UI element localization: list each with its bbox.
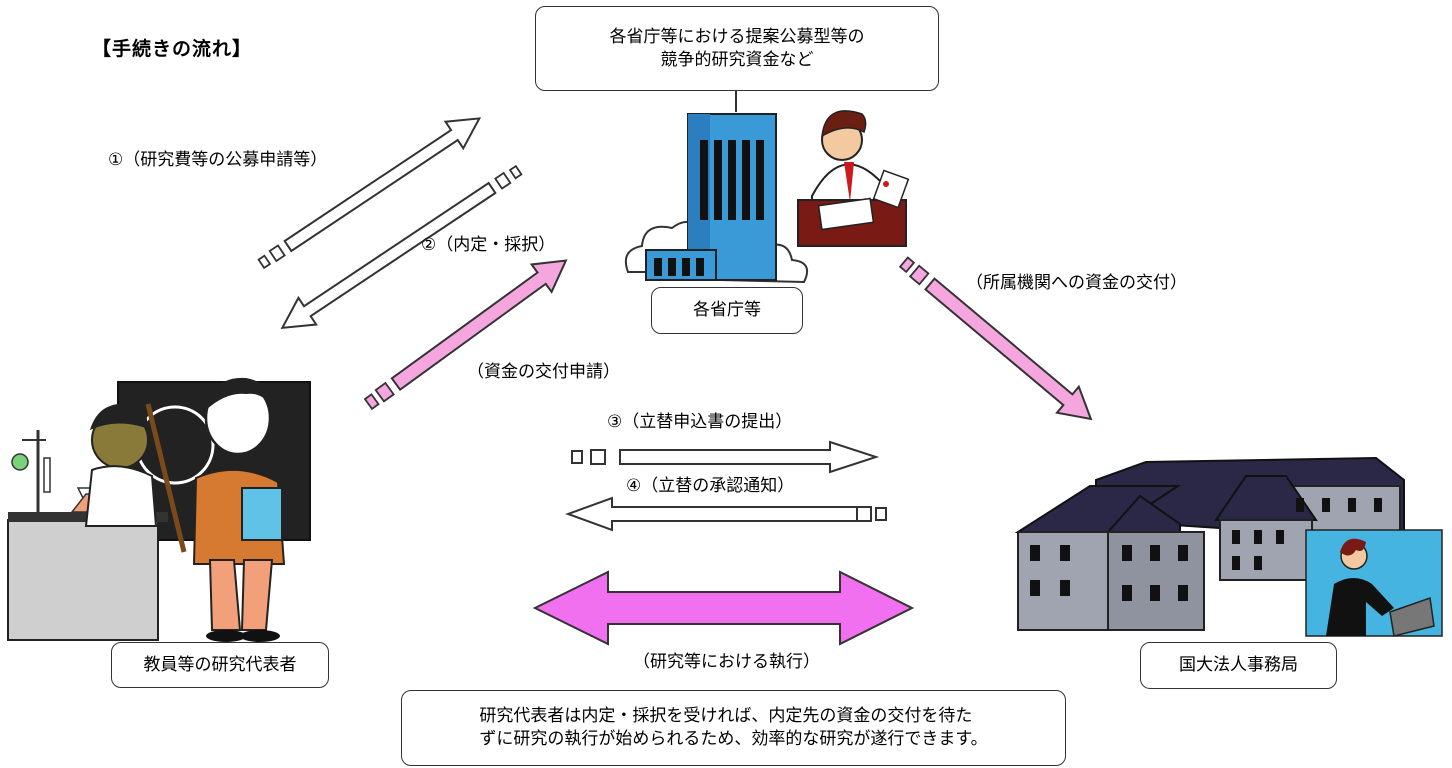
ministry-label: 各省庁等 (693, 300, 761, 321)
arrow-execution (532, 570, 915, 646)
arrow-advance-submit (571, 440, 880, 474)
arrow-grant-delivery (898, 256, 1093, 421)
researcher-label: 教員等の研究代表者 (143, 654, 297, 675)
ministry-building-illustration (624, 110, 910, 284)
flow-label-decision: ②（内定・採択） (421, 235, 556, 255)
arrow-decision (280, 164, 523, 329)
researcher-box: 教員等の研究代表者 (111, 642, 329, 688)
researcher-illustration (7, 377, 311, 642)
office-box: 国大法人事務局 (1140, 642, 1337, 689)
flow-label-grant-request: （資金の交付申請） (467, 362, 620, 382)
flow-label-advance-approve: ④（立替の承認通知） (626, 476, 795, 496)
flow-label-execution: （研究等における執行） (633, 652, 820, 672)
flow-label-grant-delivery: （所属機関への資金の交付） (966, 273, 1187, 293)
flow-label-advance-submit: ③（立替申込書の提出） (607, 412, 793, 432)
arrow-advance-approve (565, 496, 887, 532)
summary-note-line2: ずに研究の執行が始められるため、効率的な研究が遂行できます。 (479, 729, 988, 749)
summary-note-line1: 研究代表者は内定・採択を受ければ、内定先の資金の交付を待た (479, 706, 973, 727)
funding-source-line2: 競争的研究資金など (660, 49, 814, 70)
funding-source-box: 各省庁等における提案公募型等の 競争的研究資金など (535, 6, 939, 91)
ministry-box: 各省庁等 (651, 287, 803, 334)
diagram-title: 【手続きの流れ】 (92, 38, 253, 60)
funding-source-line1: 各省庁等における提案公募型等の (609, 26, 865, 47)
office-label: 国大法人事務局 (1179, 655, 1298, 676)
arrow-grant-request (363, 259, 568, 411)
office-building-illustration (1014, 456, 1443, 637)
summary-note-box: 研究代表者は内定・採択を受ければ、内定先の資金の交付を待た ずに研究の執行が始め… (401, 690, 1066, 766)
arrow-apply (257, 117, 482, 270)
flow-label-apply: ①（研究費等の公募申請等） (108, 150, 328, 170)
